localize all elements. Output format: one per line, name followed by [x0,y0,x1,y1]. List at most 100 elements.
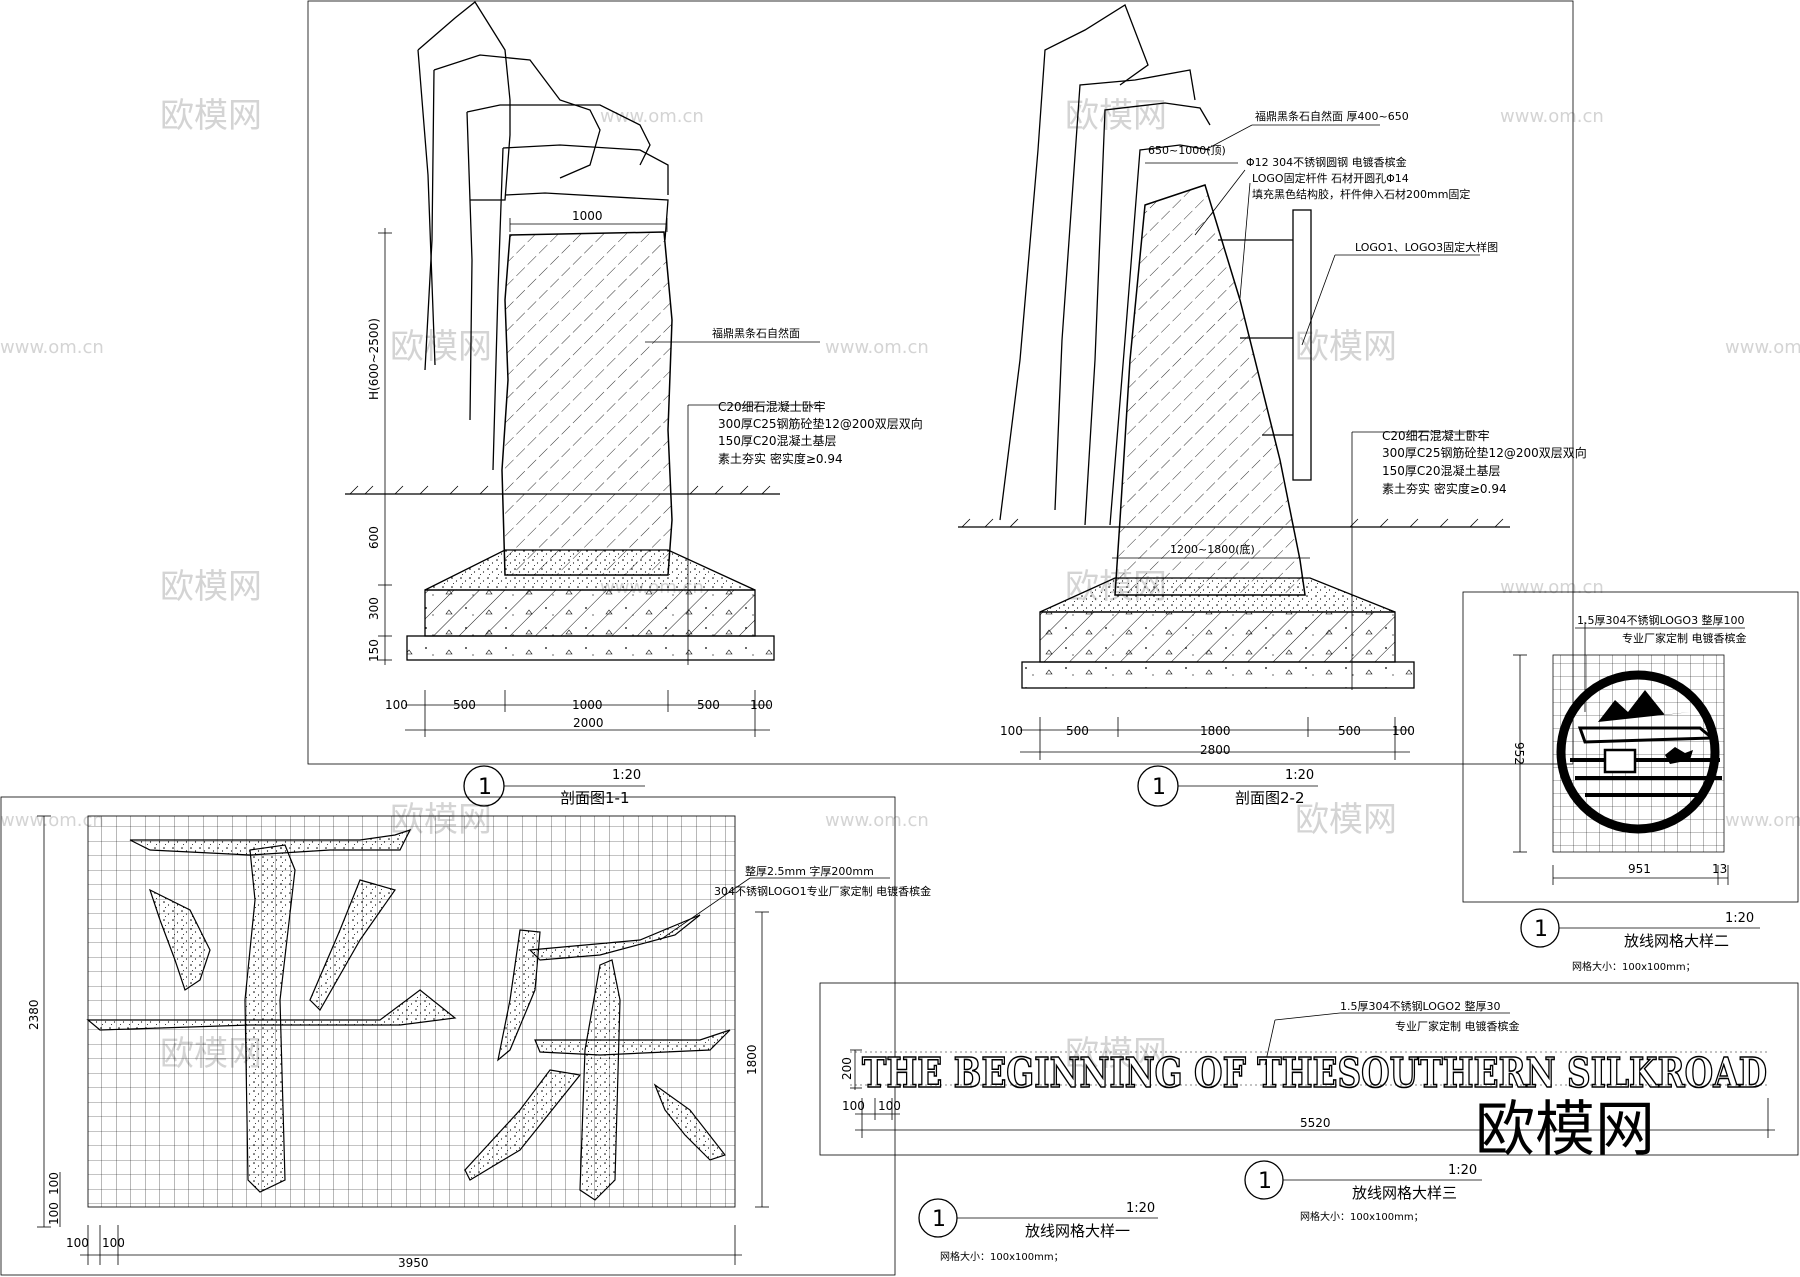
detail-title: 放线网格大样一 [1025,1222,1130,1240]
dim-width: 3950 [398,1256,429,1270]
detail-1: 整厚2.5mm 字厚200mm 304不锈钢LOGO1专业厂家定制 电镀香槟金 … [27,815,1158,1270]
detail-grid-size: 网格大小：100x100mm； [1572,960,1696,973]
detail-note: 专业厂家定制 电镀香槟金 [1395,1019,1520,1033]
dim-small: 100 [47,1172,61,1195]
section-number: 1 [478,775,492,800]
dim-small: 100 [878,1099,901,1113]
watermark-brand: 欧模网 [1065,96,1167,136]
logo2-text: THE BEGINNING OF THESOUTHERN SILKROAD [862,1049,1767,1097]
watermark-brand: 欧模网 [160,96,262,136]
detail-number: 1 [1258,1169,1272,1194]
stone-outline [999,4,1149,521]
dim-small: 100 [842,1099,865,1113]
dim-height: 952 [1512,742,1526,765]
main-stone [501,231,673,576]
dim-small: 13 [1712,862,1727,876]
dim-h: 1000 [572,698,603,712]
detail-scale: 1:20 [1725,911,1754,926]
watermark-site: www.om.cn [1500,106,1604,127]
dim-total: 2000 [573,716,604,730]
stone-outline [492,144,669,471]
logo3-ring [1556,670,1720,834]
section-scale: 1:20 [1285,768,1314,783]
dim-height: H(600~2500) [367,318,381,400]
detail-scale: 1:20 [1126,1201,1155,1216]
watermark-site: www.om.cn [825,337,929,358]
section-2-2: 福鼎黑条石自然面 厚400~650 650~1000(顶) Φ12 304不锈钢… [958,4,1587,807]
watermark-brand-large: 欧模网 [1475,1095,1655,1165]
watermark-site: www.om.cn [825,810,929,831]
watermark-brand: 欧模网 [1295,327,1397,367]
layer-note: 150厚C20混凝土基层 [1382,463,1501,478]
frame-logo3 [1462,591,1799,903]
frame-top [307,0,1574,765]
watermark-brand: 欧模网 [390,327,492,367]
dim-h: 500 [1066,724,1089,738]
dim-height: 200 [840,1057,854,1080]
dim-h: 100 [750,698,773,712]
dim-small: 100 [47,1202,61,1225]
logo-note: 填充黑色结构胶，杆件伸入石材200mm固定 [1252,187,1470,201]
dim-vertical: 150 [367,639,381,662]
stone-outline [466,104,651,421]
main-stone [1114,184,1306,596]
dim-width: 5520 [1300,1116,1331,1130]
detail-title: 放线网格大样三 [1352,1184,1457,1202]
watermark-site: www.om.cn [1725,337,1800,358]
dim-height: 2380 [27,999,41,1030]
detail-number: 1 [932,1207,946,1232]
logo3-waves [1570,758,1722,797]
dim-top-width: 1000 [572,209,603,223]
stone-outline [417,1,511,366]
c20-base [1021,661,1415,689]
dim-h: 500 [1338,724,1361,738]
dim-small: 100 [102,1236,125,1250]
logo-note: LOGO固定杆件 石材开圆孔Φ14 [1252,171,1409,185]
logo3-mountains [1598,690,1690,722]
stone-outline [1109,144,1211,526]
c20-bedding [424,549,756,591]
stone-note: 福鼎黑条石自然面 [712,326,800,340]
detail-note: 1.5厚304不锈钢LOGO3 整厚100 [1577,613,1745,627]
logo3-building [1603,748,1637,774]
stone-outline [1084,102,1211,526]
watermark-site: www.om.cn [600,106,704,127]
dim-h: 100 [1000,724,1023,738]
rod-note: Φ12 304不锈钢圆钢 电镀香槟金 [1246,155,1407,169]
section-number: 1 [1152,775,1166,800]
watermark-brand: 欧模网 [1295,800,1397,840]
layer-note: 300厚C25钢筋砼垫12@200双层双向 [718,416,923,431]
layer-note: C20细石混凝土卧牢 [1382,428,1490,443]
detail-note: 1.5厚304不锈钢LOGO2 整厚30 [1340,999,1501,1013]
watermark-brand: 欧模网 [1065,1034,1167,1074]
dim-h: 500 [697,698,720,712]
detail-title: 放线网格大样二 [1624,932,1729,950]
detail-note: 整厚2.5mm 字厚200mm [745,864,874,878]
layer-note: 素土夯实 密实度≥0.94 [1382,481,1507,496]
detail-number: 1 [1534,917,1548,942]
dim-vertical: 600 [367,526,381,549]
dim-total: 2800 [1200,743,1231,757]
logo1-calligraphy [86,828,731,1201]
watermark-site: www.om.cn [1725,810,1800,831]
detail-note: 304不锈钢LOGO1专业厂家定制 电镀香槟金 [714,884,931,898]
dim-vertical: 300 [367,597,381,620]
frame-left-bottom [0,796,896,1276]
dim-width: 951 [1628,862,1651,876]
dim-small: 100 [66,1236,89,1250]
c20-base [406,635,775,661]
stone-note: 福鼎黑条石自然面 厚400~650 [1255,109,1409,123]
logo-ref: LOGO1、LOGO3固定大样图 [1355,240,1498,254]
detail-grid-size: 网格大小：100x100mm； [1300,1210,1424,1223]
layer-note: 300厚C25钢筋砼垫12@200双层双向 [1382,445,1587,460]
base-dim: 1200~1800(底) [1170,542,1255,556]
logo3-waves [1577,726,1716,744]
detail-grid-size: 网格大小：100x100mm； [940,1250,1064,1263]
detail-scale: 1:20 [1448,1163,1477,1178]
section-scale: 1:20 [612,768,641,783]
watermark-site: www.om.cn [0,337,104,358]
dim-h: 500 [453,698,476,712]
detail-note: 专业厂家定制 电镀香槟金 [1622,631,1747,645]
watermark-site: www.om.cn [0,810,104,831]
